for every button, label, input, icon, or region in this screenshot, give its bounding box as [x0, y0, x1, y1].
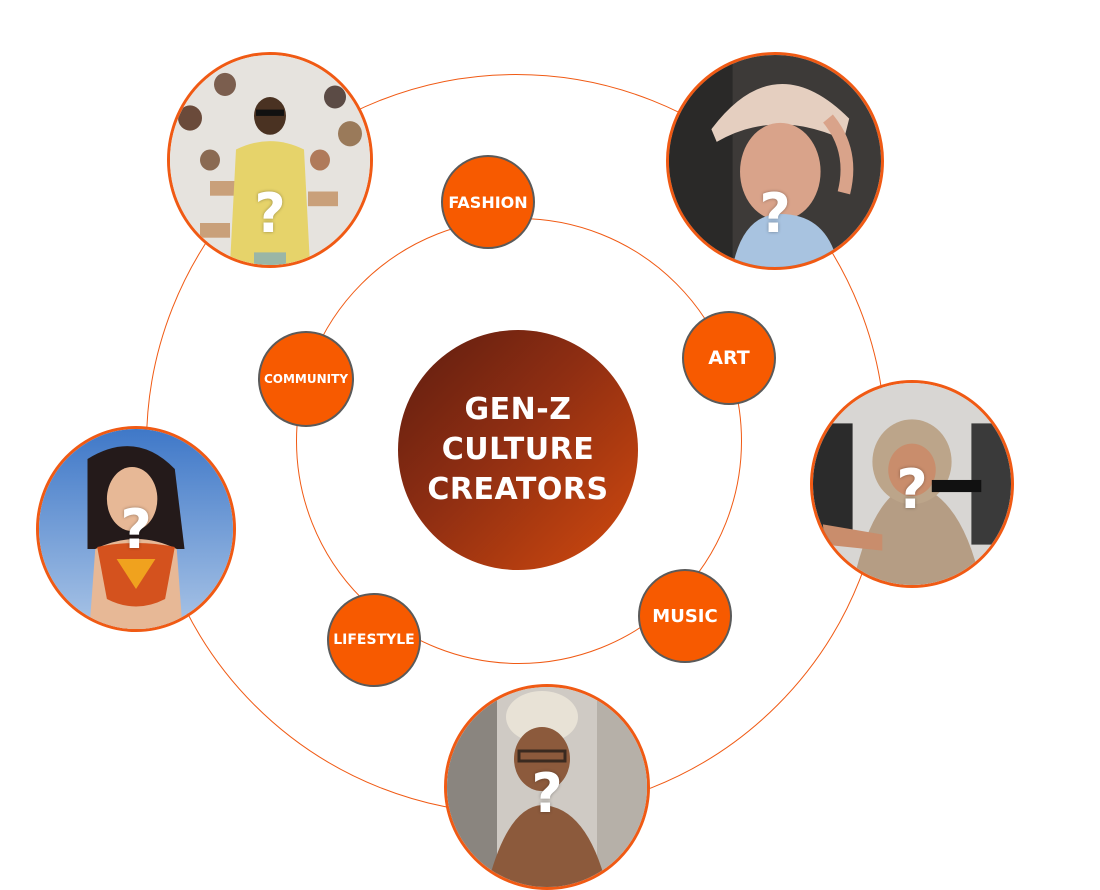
category-community[interactable]: COMMUNITY: [258, 331, 354, 427]
creator-photo-4-image: [39, 429, 233, 629]
creator-5-question-mark: ?: [531, 762, 563, 825]
creator-photo-5[interactable]: ?: [444, 684, 650, 890]
hub-title-line-2: CULTURE: [441, 432, 595, 467]
creator-photo-4[interactable]: ?: [36, 426, 236, 632]
category-art[interactable]: ART: [682, 311, 776, 405]
creator-4-question-mark: ?: [120, 498, 152, 561]
category-fashion[interactable]: FASHION: [441, 155, 535, 249]
creator-photo-2[interactable]: ?: [666, 52, 884, 270]
hub-title-line-1: GEN-Z: [464, 392, 572, 427]
creator-photo-1-image: [170, 55, 370, 265]
category-fashion-label: FASHION: [448, 192, 528, 212]
creator-photo-2-image: [669, 55, 881, 267]
creators-diagram: GEN-Z CULTURE CREATORS FASHION ART MUSIC…: [36, 52, 1014, 890]
hub-circle: GEN-Z CULTURE CREATORS: [398, 330, 638, 570]
creator-photo-1[interactable]: ?: [167, 52, 373, 268]
creator-photo-3-image: [813, 383, 1011, 585]
hub-title: GEN-Z CULTURE CREATORS: [427, 390, 608, 510]
category-lifestyle-label: LIFESTYLE: [333, 632, 415, 648]
category-art-label: ART: [708, 347, 750, 369]
creator-1-question-mark: ?: [254, 182, 286, 245]
category-community-label: COMMUNITY: [263, 372, 349, 386]
creator-photo-3[interactable]: ?: [810, 380, 1014, 588]
category-music[interactable]: MUSIC: [638, 569, 732, 663]
category-music-label: MUSIC: [652, 605, 718, 627]
category-lifestyle[interactable]: LIFESTYLE: [327, 593, 421, 687]
creator-2-question-mark: ?: [759, 182, 791, 245]
hub-title-line-3: CREATORS: [427, 472, 609, 507]
creator-3-question-mark: ?: [896, 458, 928, 521]
